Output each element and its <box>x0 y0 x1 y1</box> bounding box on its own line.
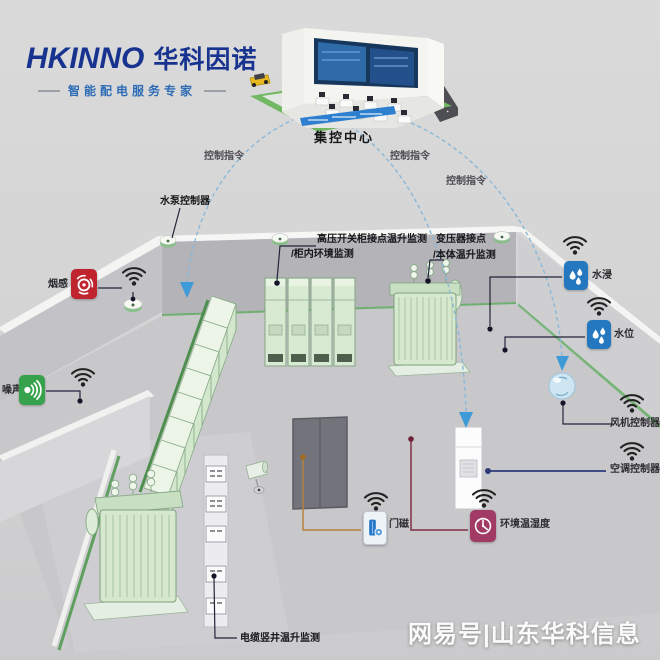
noise-sensor-icon <box>19 375 45 405</box>
security-camera-icon <box>245 460 268 494</box>
wall-left-wing-front <box>0 390 154 522</box>
wifi-icon-ac <box>617 438 647 467</box>
transformer-label-line1: 变压器接点 <box>436 234 486 245</box>
wifi-icon-noise <box>68 364 98 393</box>
smoke-sensor-icon <box>71 269 97 299</box>
transformer-main <box>387 259 471 377</box>
wifi-icon-door <box>361 488 391 517</box>
smoke-sensor-label: 烟感 <box>48 279 68 290</box>
transformer-basement <box>83 469 189 621</box>
command-arrows <box>180 282 569 428</box>
brand-tagline: 智能配电服务专家 <box>68 84 197 98</box>
switchgear-label-line1: 高压开关柜接点温升监测 <box>317 234 427 245</box>
control-center-label: 集控中心 <box>314 130 375 145</box>
wall-bottom-left <box>51 449 121 651</box>
brand-logo-en: HKINNO <box>26 42 145 75</box>
cabinet-row <box>138 295 237 523</box>
connector-lines <box>46 207 613 639</box>
tagline-dash-left <box>38 89 60 92</box>
dome-sensors <box>123 231 511 312</box>
env-connector-line <box>410 440 468 531</box>
noise-sensor-label: 噪声 <box>2 385 22 396</box>
fan-controller-label: 风机控制器 <box>610 418 660 429</box>
connector-dots <box>77 278 566 579</box>
tagline-dash-right <box>204 89 227 92</box>
door-connector-line <box>302 458 361 531</box>
water-level-sensor-icon <box>587 320 611 349</box>
brand-logo-cn: 华科因诺 <box>153 46 258 74</box>
wifi-icon-water-level <box>584 293 614 322</box>
door-magnet-label: 门磁 <box>389 519 409 530</box>
cable-shaft <box>203 454 229 628</box>
ac-controller-label: 空调控制器 <box>610 464 660 475</box>
brand-logo: HKINNO 华科因诺 智能配电服务专家 <box>26 40 257 99</box>
command-label-left: 控制指令 <box>204 151 244 162</box>
wifi-icon-water-leak <box>560 232 590 261</box>
car-icon <box>249 73 271 87</box>
transformer-label-line2: /本体温升监测 <box>433 250 496 261</box>
watermark: 网易号|山东华科信息 <box>408 621 641 648</box>
wifi-icon-fan <box>617 390 647 419</box>
control-center-illustration <box>246 12 462 134</box>
water-leak-sensor-icon <box>564 261 588 290</box>
wifi-icon-env <box>469 485 499 514</box>
air-conditioner-cabinet <box>454 426 483 510</box>
env-temp-humidity-label: 环境温湿度 <box>500 519 550 530</box>
hv-switchgear <box>264 277 356 367</box>
fan-unit <box>548 372 576 400</box>
cable-shaft-label: 电缆竖井温升监测 <box>240 633 320 644</box>
water-pump-controller-label: 水泵控制器 <box>160 196 210 207</box>
water-level-label: 水位 <box>614 329 634 340</box>
env-temp-humidity-sensor-icon <box>470 510 496 542</box>
switchgear-label-line2: /柜内环境监测 <box>291 249 354 260</box>
command-label-middle: 控制指令 <box>390 151 430 162</box>
door-magnet-sensor-icon <box>363 511 387 545</box>
control-command-curves <box>186 115 563 413</box>
command-label-right: 控制指令 <box>446 176 486 187</box>
water-leak-label: 水浸 <box>592 270 612 281</box>
wifi-icon-smoke <box>119 263 149 292</box>
room-door <box>292 416 348 510</box>
